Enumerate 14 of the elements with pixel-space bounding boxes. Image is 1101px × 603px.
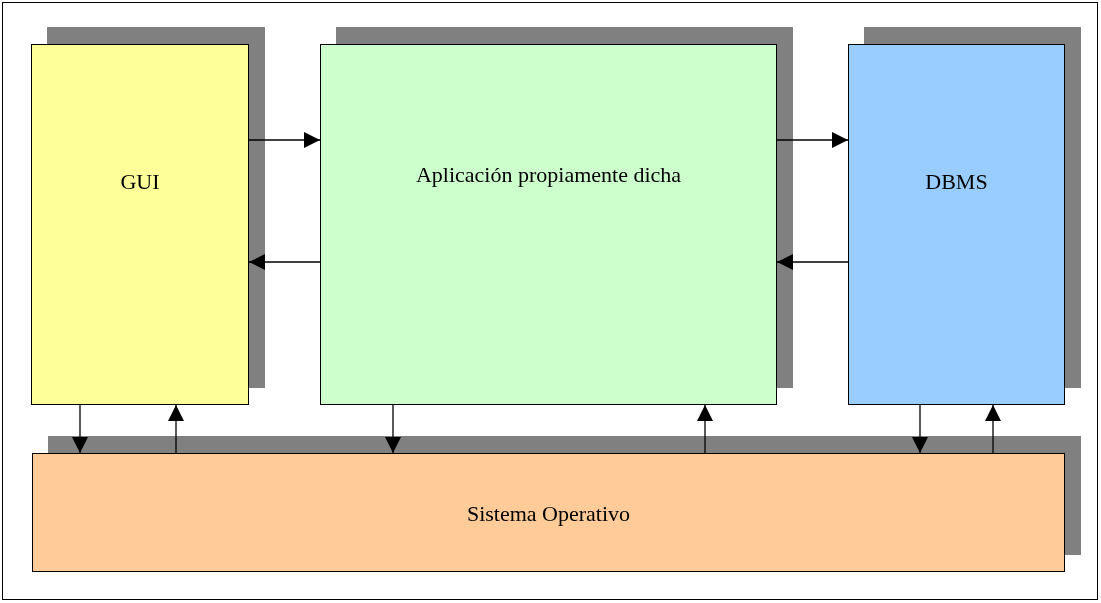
arrow: [385, 404, 401, 454]
block-label: Sistema Operativo: [465, 500, 632, 527]
block-label: Aplicación propiamente dicha: [414, 161, 683, 188]
block-label: DBMS: [924, 169, 989, 196]
arrow: [697, 404, 713, 454]
arrow: [912, 404, 928, 454]
arrow: [248, 254, 321, 270]
arrow: [72, 404, 88, 454]
arrow: [168, 404, 184, 454]
arrow: [776, 132, 849, 148]
arrow: [248, 132, 321, 148]
block-label: GUI: [119, 169, 161, 196]
arrow: [985, 404, 1001, 454]
arrow: [776, 254, 849, 270]
